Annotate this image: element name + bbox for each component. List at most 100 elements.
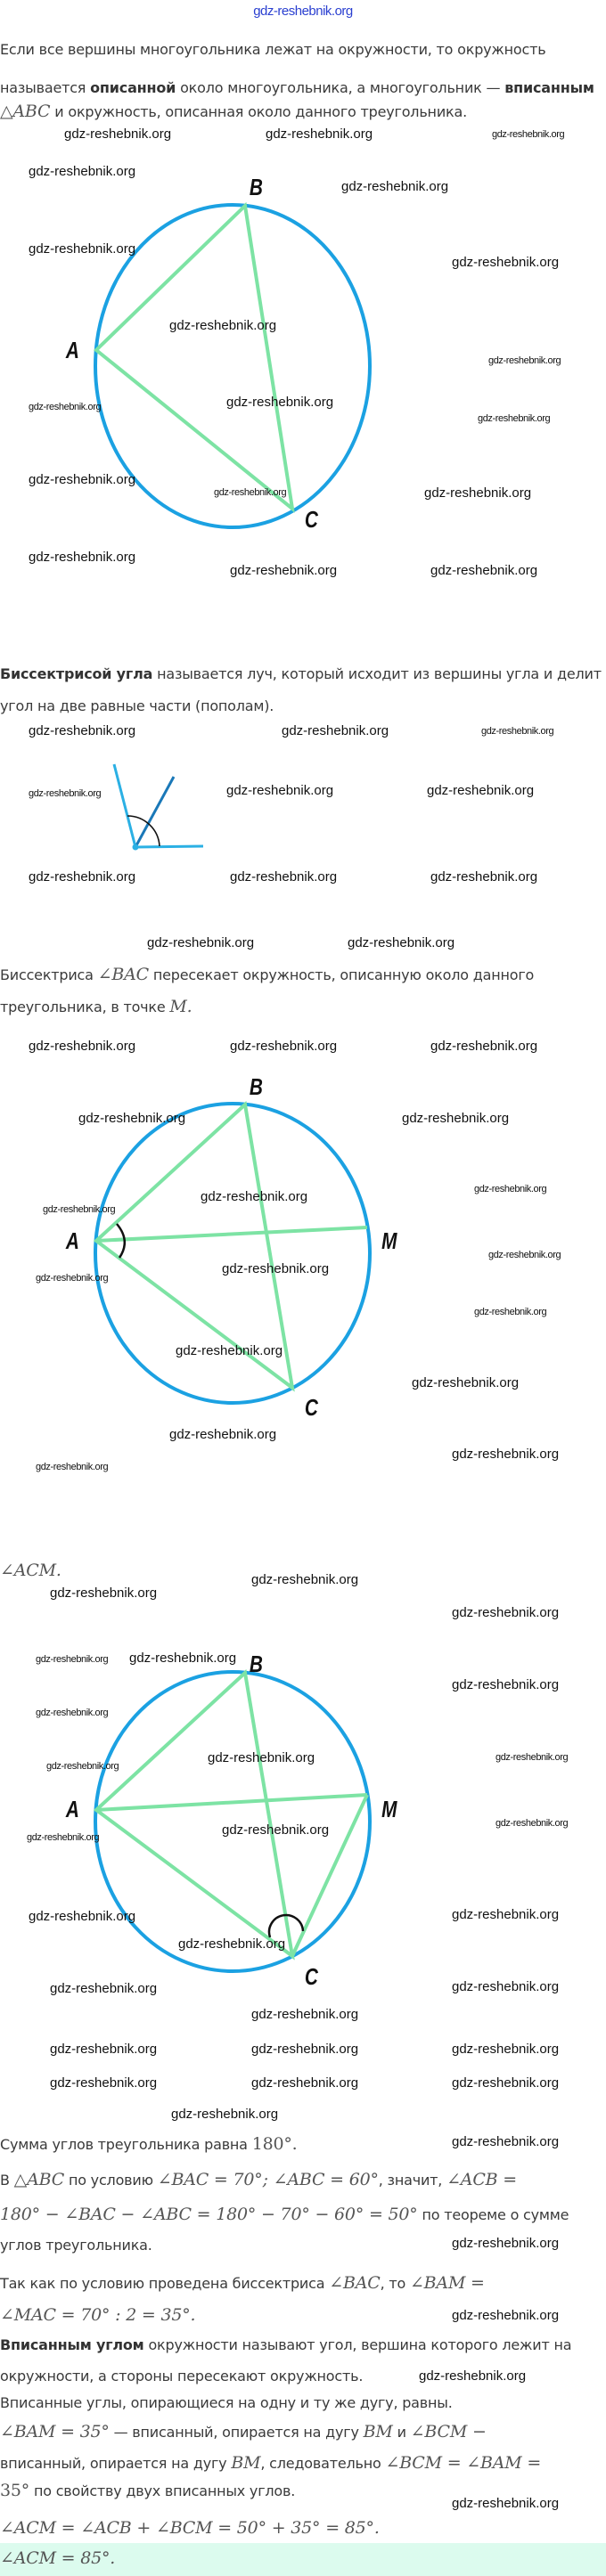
watermark: gdz-reshebnik.org (495, 1818, 569, 1829)
watermark: gdz-reshebnik.org (230, 563, 338, 578)
watermark: gdz-reshebnik.org (452, 1979, 560, 1994)
watermark: gdz-reshebnik.org (452, 1907, 560, 1922)
watermark: gdz-reshebnik.org (29, 241, 136, 257)
label-c: C (304, 1963, 318, 1990)
watermark: gdz-reshebnik.org (171, 2107, 279, 2122)
bisector-def-line-2: угол на две равные части (пополам). (0, 697, 274, 714)
watermark: gdz-reshebnik.org (78, 1111, 186, 1126)
bisector-am (95, 1226, 368, 1243)
watermark: gdz-reshebnik.org (208, 1750, 315, 1765)
watermark: gdz-reshebnik.org (36, 1654, 109, 1665)
watermark: gdz-reshebnik.org (452, 2496, 560, 2511)
watermark: gdz-reshebnik.org (201, 1189, 308, 1204)
angle-arc-a (116, 1223, 126, 1259)
bisector-ray (134, 776, 176, 848)
watermark: gdz-reshebnik.org (230, 1039, 338, 1054)
watermark: gdz-reshebnik.org (222, 1822, 330, 1838)
circumcircle (94, 1670, 372, 1973)
watermark: gdz-reshebnik.org (29, 164, 136, 179)
watermark: gdz-reshebnik.org (348, 935, 455, 950)
figure-angle-bisector (112, 763, 204, 851)
bisector-am (95, 1793, 368, 1812)
watermark: gdz-reshebnik.org (226, 783, 334, 798)
solution-line-4: углов треугольника. (0, 2237, 152, 2254)
watermark: gdz-reshebnik.org (222, 1261, 330, 1276)
watermark: gdz-reshebnik.org (29, 869, 136, 884)
statement-line-1: Биссектриса ∠BAC пересекает окружность, … (0, 965, 535, 984)
watermark: gdz-reshebnik.org (452, 2042, 560, 2057)
watermark: gdz-reshebnik.org (474, 1307, 547, 1317)
watermark: gdz-reshebnik.org (169, 318, 277, 333)
watermark: gdz-reshebnik.org (43, 1204, 116, 1215)
watermark: gdz-reshebnik.org (27, 1832, 100, 1843)
watermark: gdz-reshebnik.org (251, 2075, 359, 2091)
watermark: gdz-reshebnik.org (478, 413, 551, 424)
intro-line-2: называется описанной около многоугольник… (0, 79, 594, 96)
solution-line-13: ∠ACM = ∠ACB + ∠BCM = 50° + 35° = 85°. (0, 2518, 380, 2538)
watermark: gdz-reshebnik.org (495, 1752, 569, 1763)
watermark: gdz-reshebnik.org (29, 723, 136, 738)
angle-ray-upper (112, 763, 137, 848)
watermark: gdz-reshebnik.org (176, 1343, 283, 1358)
intro-line-1: Если все вершины многоугольника лежат на… (0, 41, 546, 58)
watermark: gdz-reshebnik.org (29, 1039, 136, 1054)
solution-line-9: Вписанные углы, опирающиеся на одну и ту… (0, 2394, 453, 2411)
label-m: M (381, 1796, 397, 1822)
solution-line-6: ∠MAC = 70° : 2 = 35°. (0, 2305, 196, 2325)
watermark: gdz-reshebnik.org (452, 1447, 560, 1462)
watermark: gdz-reshebnik.org (430, 869, 538, 884)
watermark: gdz-reshebnik.org (169, 1427, 277, 1442)
watermark: gdz-reshebnik.org (29, 1909, 136, 1924)
watermark: gdz-reshebnik.org (452, 2236, 560, 2251)
watermark: gdz-reshebnik.org (50, 1586, 158, 1601)
watermark: gdz-reshebnik.org (64, 126, 172, 142)
label-b: B (249, 174, 263, 200)
watermark: gdz-reshebnik.org (251, 2007, 359, 2022)
watermark: gdz-reshebnik.org (226, 395, 334, 410)
watermark: gdz-reshebnik.org (36, 1462, 109, 1472)
watermark: gdz-reshebnik.org (492, 129, 565, 140)
watermark: gdz-reshebnik.org (481, 726, 554, 737)
watermark: gdz-reshebnik.org (452, 1605, 560, 1620)
watermark: gdz-reshebnik.org (36, 1708, 109, 1718)
watermark: gdz-reshebnik.org (29, 472, 136, 487)
label-c: C (304, 506, 318, 533)
chord-cm (291, 1794, 369, 1957)
find-target: ∠ACM. (0, 1561, 61, 1580)
watermark: gdz-reshebnik.org (251, 1572, 359, 1587)
watermark: gdz-reshebnik.org (230, 869, 338, 884)
watermark: gdz-reshebnik.org (46, 1761, 119, 1772)
solution-line-7: Вписанным углом окружности называют угол… (0, 2336, 572, 2353)
angle-arc-c (267, 1913, 305, 1938)
label-a: A (65, 1227, 79, 1254)
watermark: gdz-reshebnik.org (178, 1936, 286, 1952)
watermark: gdz-reshebnik.org (341, 179, 449, 194)
label-a: A (65, 337, 79, 363)
circumcircle (94, 203, 372, 529)
watermark: gdz-reshebnik.org (412, 1375, 520, 1390)
watermark: gdz-reshebnik.org (430, 1039, 538, 1054)
watermark: gdz-reshebnik.org (50, 2075, 158, 2091)
watermark: gdz-reshebnik.org (488, 355, 561, 366)
solution-line-8: окружности, а стороны пересекают окружно… (0, 2368, 364, 2384)
label-b: B (249, 1073, 263, 1100)
angle-vertex (132, 844, 139, 851)
watermark: gdz-reshebnik.org (474, 1184, 547, 1194)
solution-line-10: ∠BAM = 35° — вписанный, опирается на дуг… (0, 2422, 487, 2441)
watermark: gdz-reshebnik.org (29, 550, 136, 565)
solution-line-11: вписанный, опирается на дугу BM, следова… (0, 2453, 542, 2473)
watermark: gdz-reshebnik.org (129, 1651, 237, 1666)
watermark: gdz-reshebnik.org (452, 2134, 560, 2149)
answer-text: ∠ACM = 85°. (0, 2548, 116, 2568)
watermark: gdz-reshebnik.org (29, 788, 102, 799)
watermark: gdz-reshebnik.org (214, 487, 287, 498)
watermark: gdz-reshebnik.org (50, 2042, 158, 2057)
solution-line-2: В △ABC по условию ∠BAC = 70°; ∠ABC = 60°… (0, 2170, 517, 2189)
watermark: gdz-reshebnik.org (452, 255, 560, 270)
watermark: gdz-reshebnik.org (452, 2308, 560, 2323)
watermark: gdz-reshebnik.org (452, 2075, 560, 2091)
watermark: gdz-reshebnik.org (427, 783, 535, 798)
site-header-link[interactable]: gdz-reshebnik.org (253, 4, 353, 19)
label-b: B (249, 1651, 263, 1677)
watermark: gdz-reshebnik.org (36, 1273, 109, 1284)
